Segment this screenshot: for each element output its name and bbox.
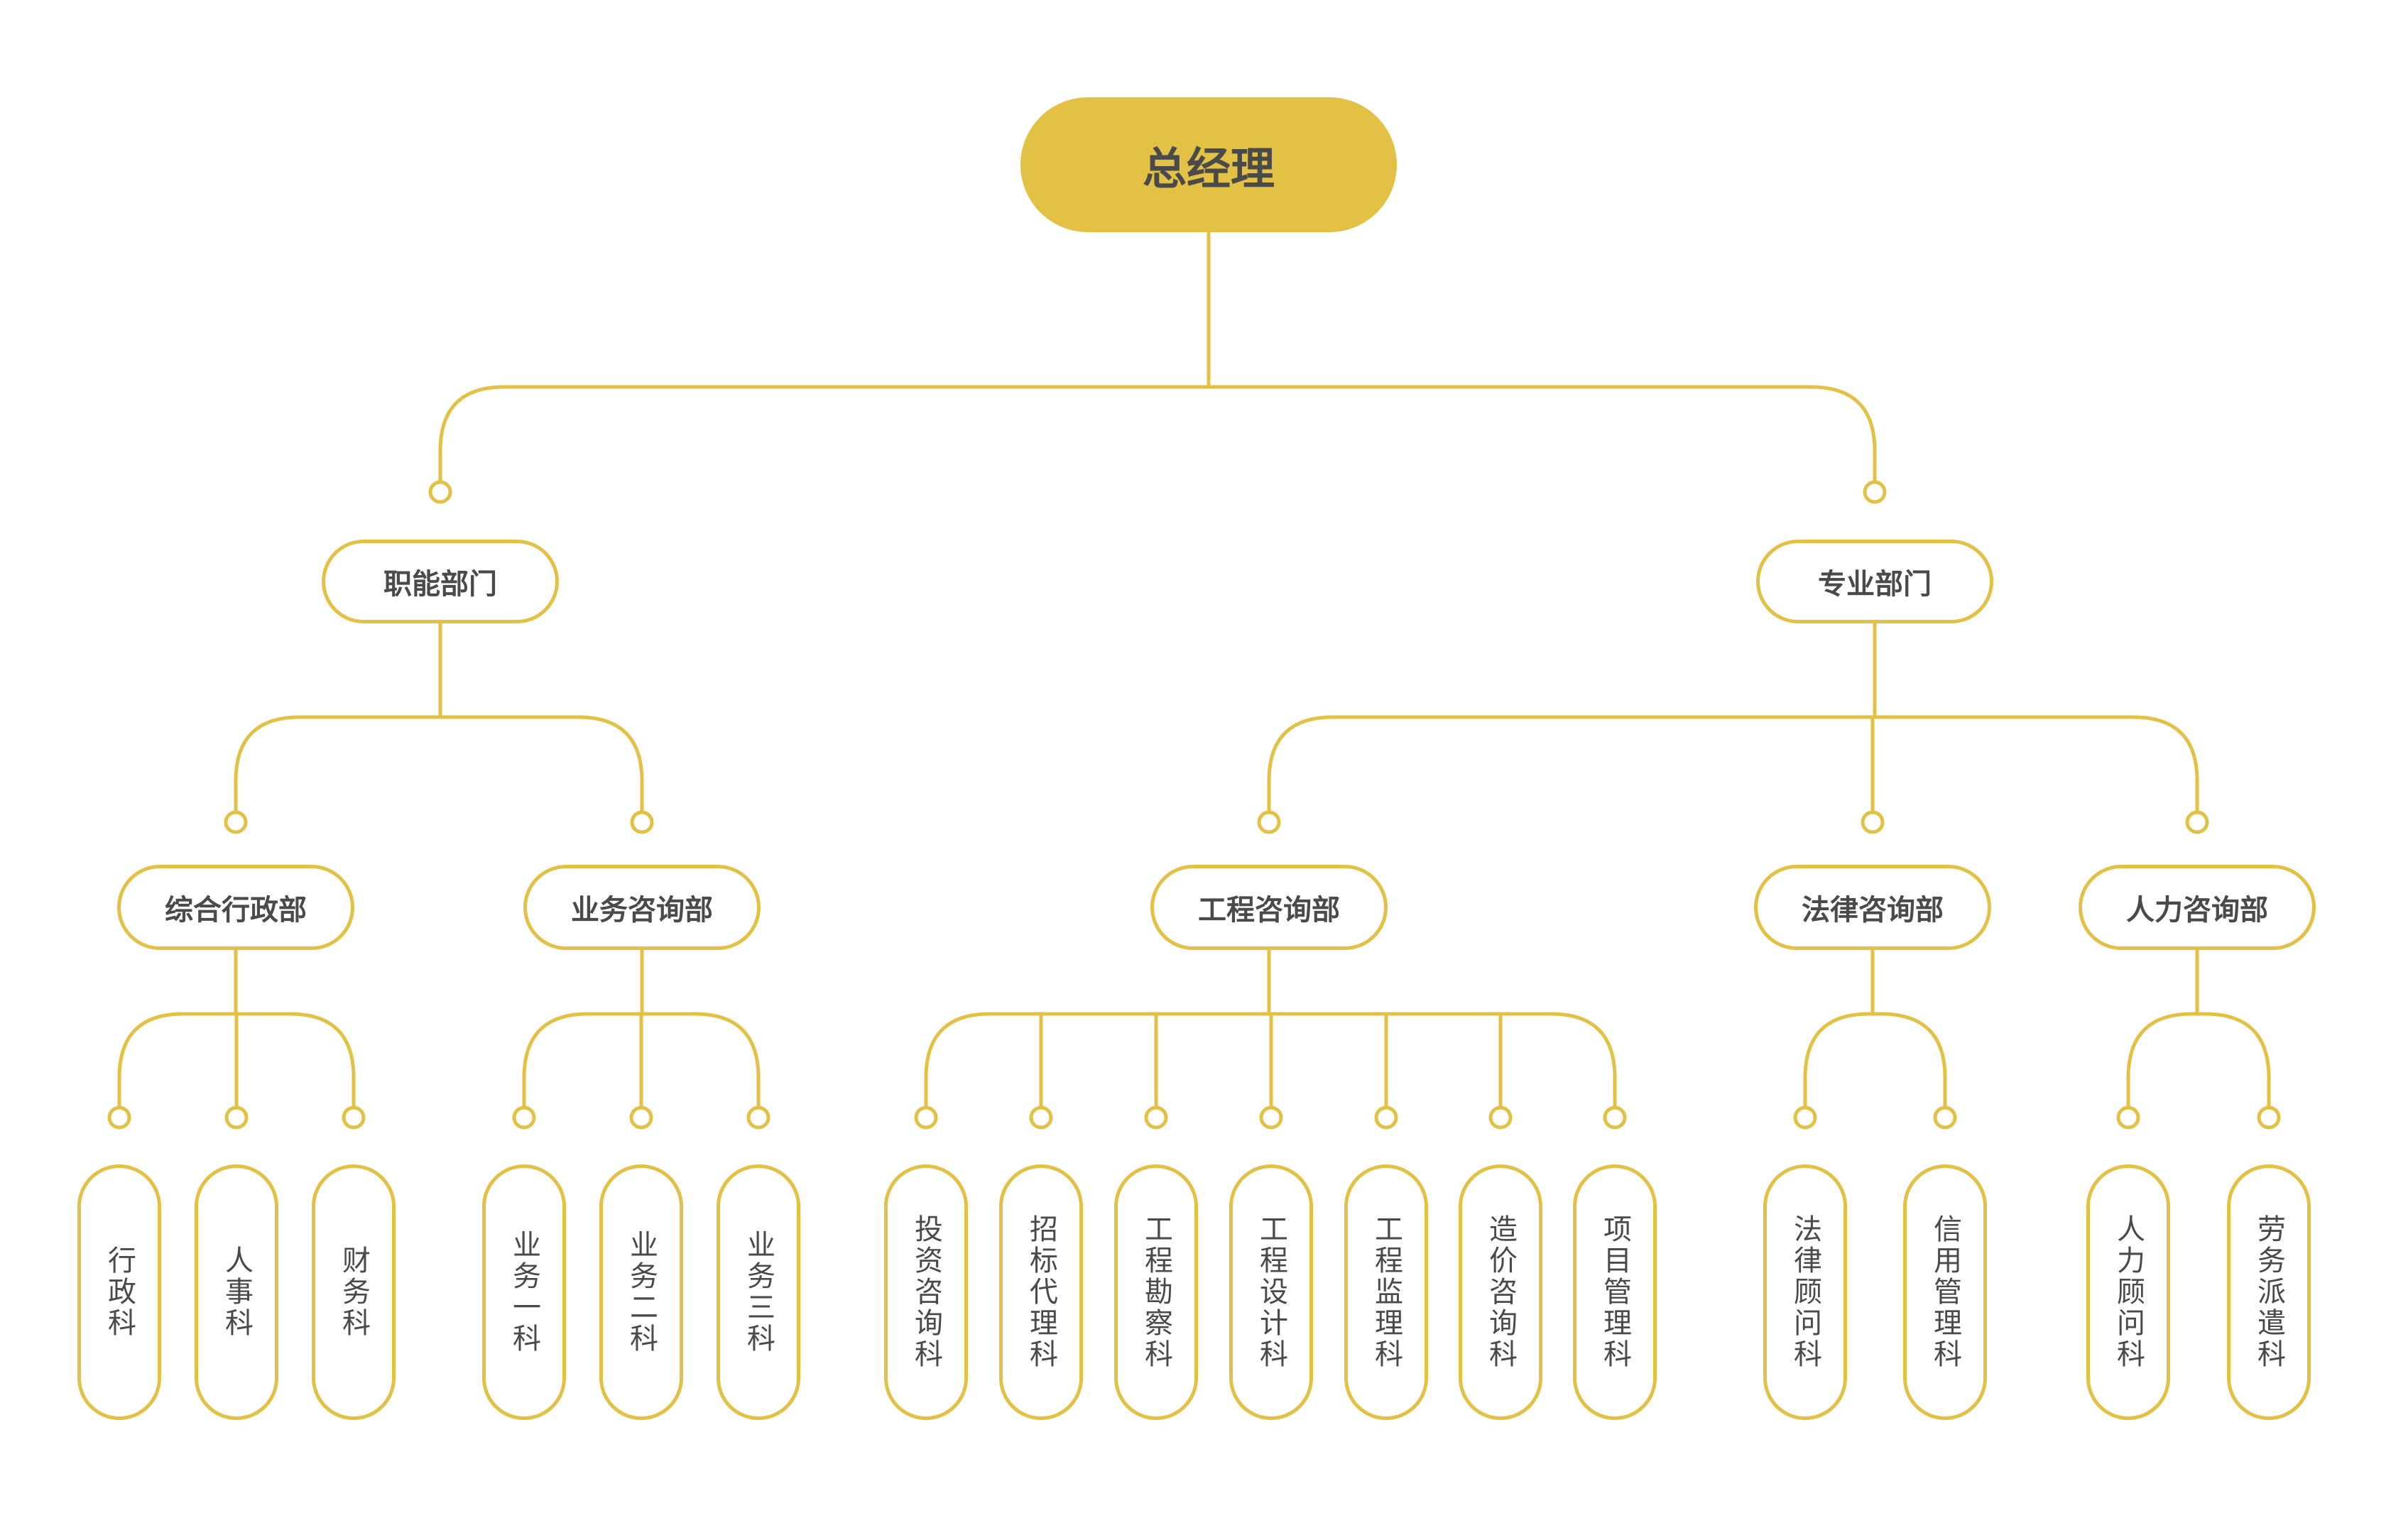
node-section-1-2-1-label: 劳务派遣科 bbox=[2253, 1214, 2285, 1370]
node-section-0-1-0-label: 业务一科 bbox=[508, 1230, 540, 1355]
link-dept-1-0-connector-4 bbox=[1374, 1105, 1398, 1130]
node-section-0-0-1-label: 人事科 bbox=[220, 1245, 253, 1339]
node-dept-1-1-label: 法律咨询部 bbox=[1802, 894, 1944, 927]
node-root: 总经理 bbox=[1020, 97, 1397, 232]
link-dept-1-1-bus bbox=[1803, 1012, 1947, 1108]
node-section-1-0-2-label: 工程勘察科 bbox=[1140, 1214, 1172, 1370]
node-dept-1-2: 人力咨询部 bbox=[2079, 865, 2316, 950]
node-section-0-0-0-label: 行政科 bbox=[103, 1245, 136, 1339]
node-section-1-0-5-label: 造价咨询科 bbox=[1484, 1214, 1517, 1370]
link-dept-1-0-connector-3 bbox=[1259, 1105, 1283, 1130]
node-section-1-0-5: 造价咨询科 bbox=[1459, 1164, 1542, 1420]
link-dept-1-2-connector-1 bbox=[2257, 1105, 2281, 1130]
node-dept-1-0-label: 工程咨询部 bbox=[1198, 894, 1340, 927]
node-dept-1-1: 法律咨询部 bbox=[1754, 865, 1991, 950]
node-section-1-0-6: 项目管理科 bbox=[1573, 1164, 1657, 1420]
link-group-0-connector-0 bbox=[224, 810, 248, 834]
node-section-0-1-1: 业务二科 bbox=[599, 1164, 683, 1420]
node-section-1-0-6-label: 项目管理科 bbox=[1598, 1214, 1631, 1370]
link-group-0-bus bbox=[234, 715, 644, 812]
link-dept-0-0-connector-2 bbox=[342, 1105, 366, 1130]
node-dept-1-2-label: 人力咨询部 bbox=[2126, 894, 2268, 927]
node-section-0-1-2-label: 业务三科 bbox=[742, 1230, 775, 1355]
node-section-1-1-0: 法律顾问科 bbox=[1763, 1164, 1847, 1420]
link-dept-1-1-connector-0 bbox=[1793, 1105, 1817, 1130]
link-dept-1-2-connector-0 bbox=[2116, 1105, 2140, 1130]
node-section-0-1-2: 业务三科 bbox=[717, 1164, 800, 1420]
link-root-connector-0 bbox=[428, 480, 452, 504]
node-section-1-0-1-label: 招标代理科 bbox=[1025, 1214, 1057, 1370]
node-dept-group-0-label: 职能部门 bbox=[383, 568, 497, 601]
link-group-1-connector-0 bbox=[1257, 810, 1281, 834]
link-group-0-connector-1 bbox=[630, 810, 654, 834]
node-section-0-0-0: 行政科 bbox=[77, 1164, 161, 1420]
node-dept-0-0: 综合行政部 bbox=[117, 865, 354, 950]
node-dept-group-1: 专业部门 bbox=[1756, 540, 1993, 623]
link-dept-1-0-connector-5 bbox=[1488, 1105, 1513, 1130]
node-section-1-1-1-label: 信用管理科 bbox=[1929, 1214, 1961, 1370]
link-dept-1-0-connector-0 bbox=[914, 1105, 938, 1130]
link-dept-1-0-connector-1 bbox=[1029, 1105, 1053, 1130]
link-dept-0-1-connector-1 bbox=[629, 1105, 653, 1130]
node-dept-group-1-label: 专业部门 bbox=[1818, 568, 1932, 601]
link-group-1-bus bbox=[1267, 715, 2199, 812]
link-dept-0-1-connector-0 bbox=[512, 1105, 536, 1130]
node-dept-0-1-label: 业务咨询部 bbox=[571, 894, 713, 927]
node-section-1-2-1: 劳务派遣科 bbox=[2227, 1164, 2311, 1420]
node-section-0-1-0: 业务一科 bbox=[482, 1164, 566, 1420]
node-dept-0-0-label: 综合行政部 bbox=[165, 894, 307, 927]
link-root-bus bbox=[438, 385, 1877, 482]
link-group-1-connector-1 bbox=[1861, 810, 1885, 834]
node-section-1-0-3-label: 工程设计科 bbox=[1255, 1214, 1287, 1370]
node-section-1-1-0-label: 法律顾问科 bbox=[1789, 1214, 1821, 1370]
node-section-1-2-0-label: 人力顾问科 bbox=[2112, 1214, 2145, 1370]
node-section-0-0-1: 人事科 bbox=[195, 1164, 278, 1420]
node-dept-group-0: 职能部门 bbox=[322, 540, 559, 623]
link-dept-0-0-connector-0 bbox=[107, 1105, 131, 1130]
node-section-1-1-1: 信用管理科 bbox=[1903, 1164, 1987, 1420]
node-section-1-2-0: 人力顾问科 bbox=[2086, 1164, 2170, 1420]
node-dept-1-0: 工程咨询部 bbox=[1150, 865, 1388, 950]
link-dept-1-2-bus bbox=[2126, 1012, 2271, 1108]
node-section-1-0-0-label: 投资咨询科 bbox=[910, 1214, 942, 1370]
node-section-0-0-2: 财务科 bbox=[312, 1164, 396, 1420]
node-section-1-0-1: 招标代理科 bbox=[999, 1164, 1083, 1420]
node-root-label: 总经理 bbox=[1142, 143, 1275, 195]
node-section-1-0-2: 工程勘察科 bbox=[1114, 1164, 1198, 1420]
link-dept-0-0-connector-1 bbox=[224, 1105, 249, 1130]
link-group-1-connector-2 bbox=[2185, 810, 2209, 834]
node-section-1-0-4-label: 工程监理科 bbox=[1370, 1214, 1403, 1370]
link-dept-0-1-connector-2 bbox=[746, 1105, 770, 1130]
link-root-connector-1 bbox=[1863, 480, 1887, 504]
node-section-1-0-3: 工程设计科 bbox=[1229, 1164, 1313, 1420]
node-section-1-0-0: 投资咨询科 bbox=[884, 1164, 968, 1420]
link-dept-1-0-connector-2 bbox=[1144, 1105, 1168, 1130]
link-dept-1-0-connector-6 bbox=[1603, 1105, 1627, 1130]
node-section-0-0-2-label: 财务科 bbox=[337, 1245, 370, 1339]
node-section-1-0-4: 工程监理科 bbox=[1344, 1164, 1428, 1420]
link-dept-1-1-connector-1 bbox=[1933, 1105, 1957, 1130]
node-section-0-1-1-label: 业务二科 bbox=[625, 1230, 658, 1355]
node-dept-0-1: 业务咨询部 bbox=[523, 865, 761, 950]
